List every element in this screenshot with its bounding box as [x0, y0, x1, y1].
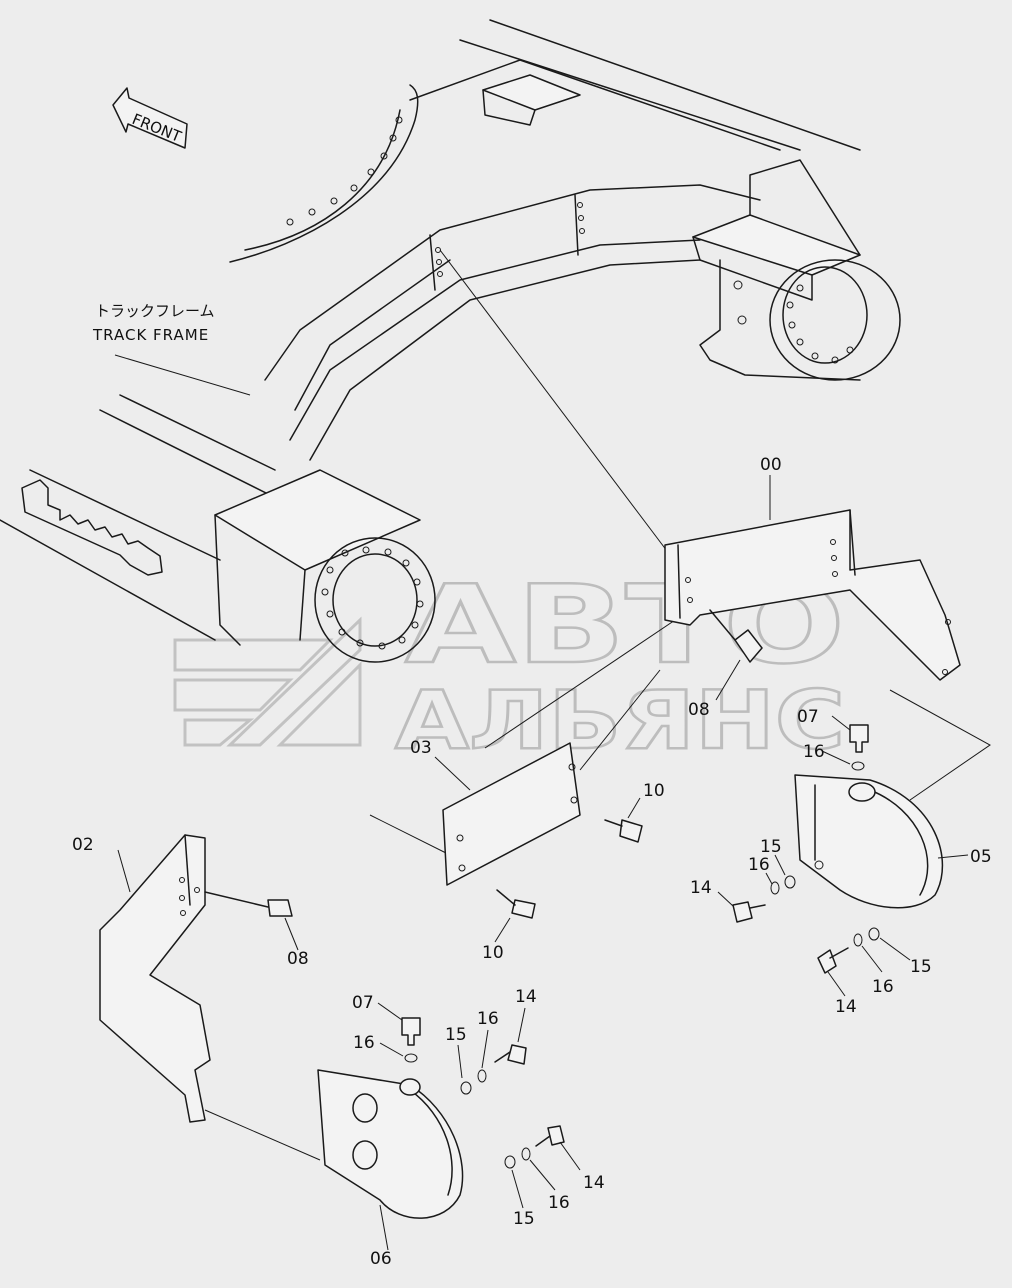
part-05-guard [794, 774, 944, 909]
bolt-14-left-a [494, 1044, 527, 1065]
bolt-10-upper [604, 819, 643, 843]
watermark-logo [173, 616, 362, 747]
part-15-label-right-a: 15 [760, 837, 782, 857]
part-15-label-left-a: 15 [445, 1025, 467, 1045]
bolt-14-right-b [817, 947, 849, 974]
washer-16-left-top [404, 1053, 418, 1063]
bolt-10-lower [496, 889, 536, 919]
washer-16-right-a [770, 881, 780, 895]
front-direction-arrow: FRONT [112, 87, 188, 149]
track-frame-label-en: TRACK FRAME [92, 326, 209, 344]
bolt-08-upper [709, 609, 763, 663]
part-10-label-upper: 10 [643, 781, 665, 801]
part-16-label-left-b: 16 [548, 1193, 570, 1213]
part-16-label-right-a: 16 [748, 855, 770, 875]
part-08-label-lower: 08 [287, 949, 309, 969]
washer-15-left-b [504, 1155, 516, 1169]
part-14-label-right-b: 14 [835, 997, 857, 1017]
part-05-label: 05 [970, 847, 992, 867]
washer-16-left-a [477, 1069, 487, 1083]
part-15-label-left-b: 15 [513, 1209, 535, 1229]
part-00-label: 00 [760, 455, 782, 475]
part-15-label-right-b: 15 [910, 957, 932, 977]
bolt-07-right [849, 724, 869, 753]
part-06-guard [317, 1069, 464, 1219]
washer-15-right-a [784, 875, 796, 889]
part-16-label-left-a: 16 [477, 1009, 499, 1029]
part-02-label: 02 [72, 835, 94, 855]
part-06-label: 06 [370, 1249, 392, 1269]
part-00-cover [664, 509, 961, 681]
part-07-label-right: 07 [797, 707, 819, 727]
bolt-07-left [401, 1017, 421, 1046]
part-03-plate [442, 742, 581, 886]
washer-16-right-top [851, 761, 865, 771]
part-16-label-right-top: 16 [803, 742, 825, 762]
bolt-14-right-a [732, 901, 766, 923]
bolt-08-lower [204, 891, 293, 917]
callout-leaders [117, 475, 969, 1251]
part-14-label-right-a: 14 [690, 878, 712, 898]
part-03-label: 03 [410, 738, 432, 758]
washer-15-left-a [460, 1081, 472, 1095]
track-frame-label-jp: トラックフレーム [95, 302, 215, 320]
part-02-cover [99, 834, 211, 1123]
part-14-label-left-a: 14 [515, 987, 537, 1007]
part-16-label-left-top: 16 [353, 1033, 375, 1053]
part-07-label-left: 07 [352, 993, 374, 1013]
part-08-label-upper: 08 [688, 700, 710, 720]
washer-16-right-b [853, 933, 863, 947]
washer-16-left-b [521, 1147, 531, 1161]
track-frame [0, 19, 991, 1161]
watermark: АВТО АЛЬЯНС [173, 562, 846, 768]
bolt-14-left-b [535, 1125, 565, 1147]
part-10-label-lower: 10 [482, 943, 504, 963]
washer-15-right-b [868, 927, 880, 941]
part-16-label-right-b: 16 [872, 977, 894, 997]
part-14-label-left-b: 14 [583, 1173, 605, 1193]
